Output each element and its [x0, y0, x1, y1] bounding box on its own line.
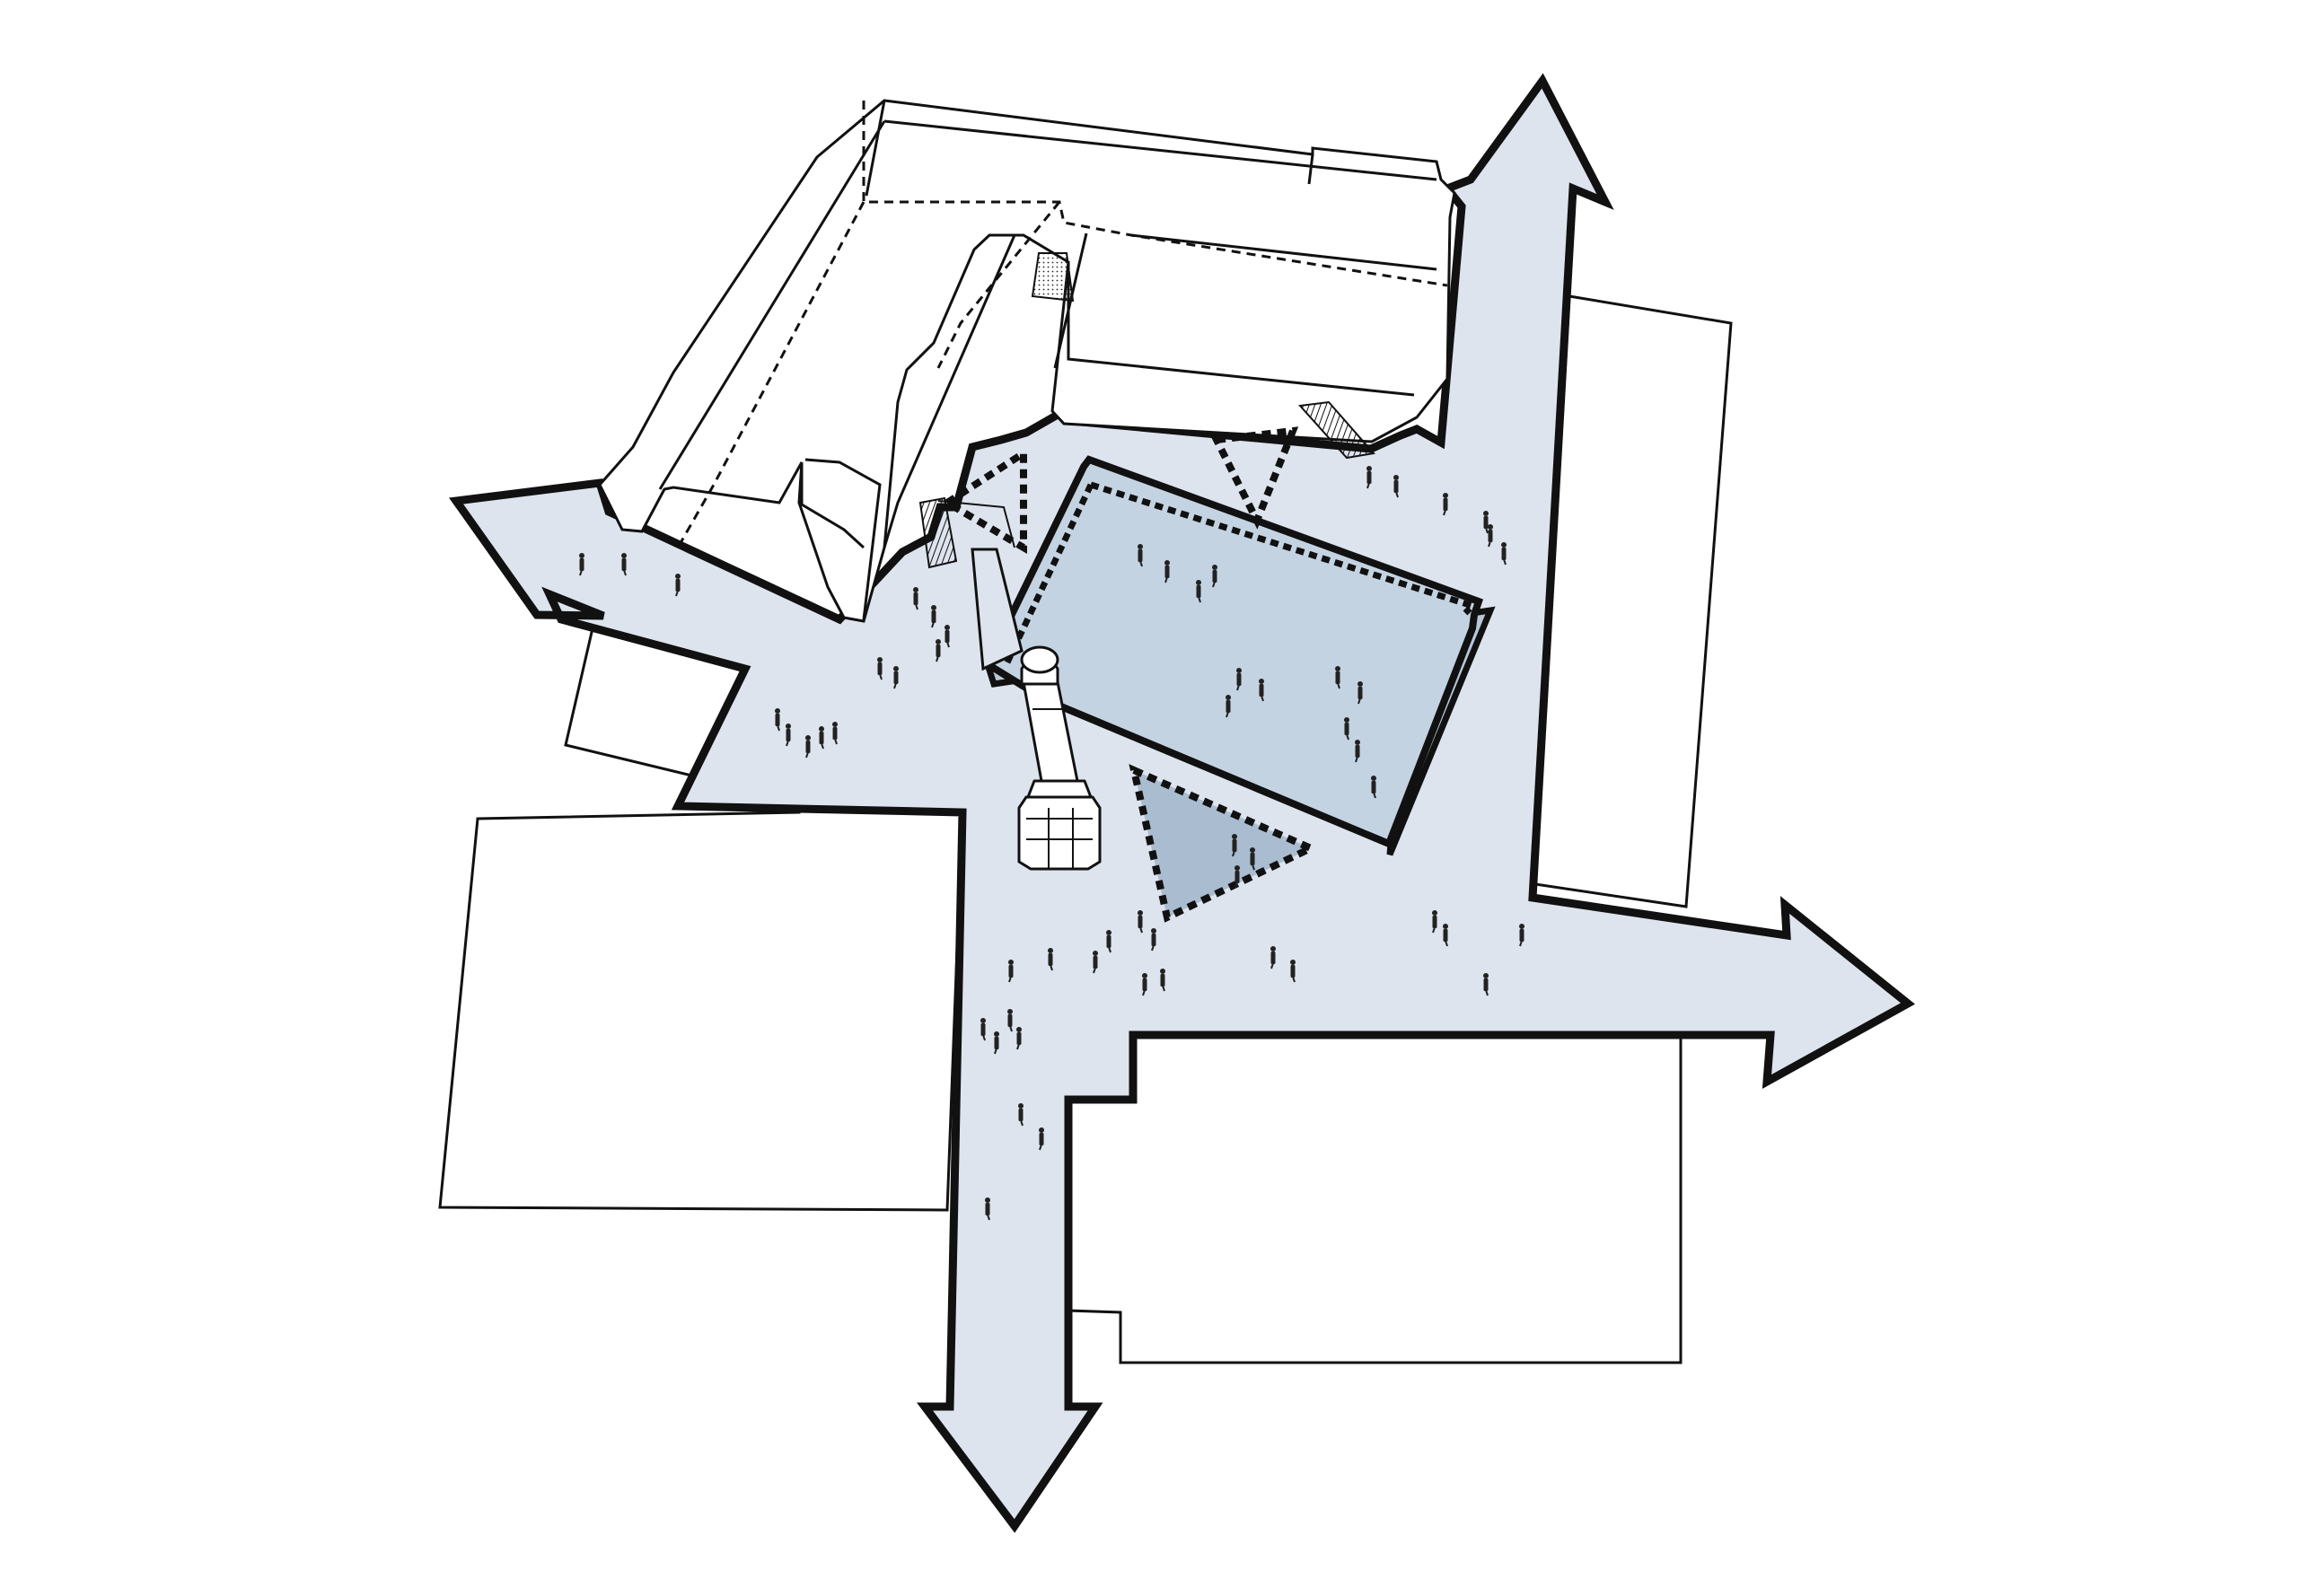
monument-pedestal: [1026, 779, 1093, 799]
pedestrian-figure: [1160, 969, 1165, 992]
pedestrian-figure: [621, 553, 627, 576]
view-cones: [940, 426, 1320, 923]
pedestrian-figure: [1138, 544, 1143, 567]
l-building-eave-north: [883, 119, 1437, 181]
pedestrian-figure: [1483, 511, 1489, 534]
view-cone-west: [940, 446, 1027, 554]
pedestrian-figure: [1355, 740, 1360, 763]
l-building-edge-2: [1307, 153, 1314, 185]
l-building-roof: [598, 99, 1456, 623]
pedestrian-figure: [980, 1018, 986, 1041]
pedestrian-figure: [913, 587, 918, 610]
pedestrian-figure: [931, 605, 936, 628]
pedestrian-figure: [1393, 475, 1399, 498]
pedestrian-figure: [1443, 924, 1448, 947]
l-building-dashed-ridge: [862, 101, 1448, 287]
existing-buildings: [438, 294, 1733, 1364]
pedestrian-figure: [1142, 973, 1147, 996]
pedestrian-figure: [1226, 695, 1231, 718]
pedestrian-figure: [1501, 542, 1507, 566]
pedestrian-figure: [1335, 666, 1340, 689]
pedestrian-figure: [985, 1197, 990, 1221]
pedestrian-figure: [1250, 847, 1255, 871]
pedestrian-figure: [1519, 924, 1524, 947]
l-building-notch-2: [800, 462, 865, 549]
pedestrian-figure: [1432, 910, 1437, 934]
pedestrian-figure: [805, 735, 811, 759]
l-building-west-inner: [883, 234, 1016, 548]
l-building-notch: [804, 458, 882, 620]
pedestrian-figure: [1232, 834, 1237, 857]
pedestrian-figure: [1093, 951, 1098, 974]
l-building-edge-1: [865, 100, 886, 197]
platform-ramp: [971, 548, 1024, 671]
pedestrian-figure: [832, 722, 838, 745]
skylight-dotted: [1031, 252, 1075, 303]
pedestrian-figure: [1488, 524, 1493, 548]
pedestrian-figure: [1151, 928, 1156, 951]
pedestrian-figure: [1290, 960, 1296, 983]
pedestrian-figure: [675, 574, 681, 597]
building-southeast: [1062, 1029, 1683, 1364]
pedestrian-figure: [1483, 973, 1489, 996]
monument-column: [1017, 645, 1102, 871]
pedestrian-figure: [1357, 681, 1363, 705]
pedestrian-figure: [877, 657, 883, 680]
pedestrian-figure: [893, 666, 899, 689]
pedestrian-figure: [579, 553, 584, 576]
view-cone-south: [1129, 764, 1320, 923]
pedestrian-figure: [1164, 560, 1170, 583]
pedestrian-figure: [1138, 910, 1143, 934]
pedestrian-figure: [945, 625, 950, 648]
pedestrian-figure: [1196, 580, 1201, 603]
pedestrian-figure: [1018, 1103, 1024, 1127]
pedestrian-figure: [1443, 493, 1448, 516]
pedestrian-figure: [1234, 865, 1240, 889]
pedestrian-figure: [936, 639, 941, 662]
platform-dashed-edge-west: [1004, 483, 1094, 664]
bridge-rail: [937, 500, 1015, 548]
l-building-wing-top: [1130, 233, 1437, 271]
pedestrian-figure: [1236, 668, 1242, 691]
monument-base: [1017, 795, 1102, 871]
pedestrian-figure: [1259, 679, 1264, 702]
pedestrian-figure: [1366, 466, 1372, 489]
pedestrian-figure: [1008, 960, 1014, 983]
pedestrian-figure: [1212, 565, 1217, 588]
view-cone-north: [1210, 426, 1299, 530]
pedestrian-figure: [1007, 1009, 1013, 1032]
pedestrians: [579, 466, 1524, 1221]
pedestrian-figure: [1039, 1127, 1044, 1151]
pedestrian-figure: [1106, 930, 1111, 953]
pedestrian-figure: [775, 708, 780, 732]
pedestrian-figure: [819, 726, 824, 750]
l-building-dashed-wing: [936, 201, 1061, 369]
stair-west: [918, 496, 958, 569]
pedestrian-figure: [1344, 717, 1349, 741]
pedestrian-figure: [1016, 1027, 1022, 1050]
platform-dashed-edge: [1089, 481, 1479, 616]
stair-north: [1297, 400, 1375, 460]
pedestrian-figure: [786, 723, 791, 747]
l-building-dashed-inner: [676, 201, 865, 548]
pedestrian-figure: [1048, 948, 1053, 971]
building-southwest: [438, 804, 964, 1212]
pedestrian-figure: [994, 1031, 999, 1055]
l-building-west-eave: [658, 120, 886, 490]
pedestrian-figure: [1270, 946, 1276, 969]
pedestrian-figure: [1371, 776, 1376, 799]
